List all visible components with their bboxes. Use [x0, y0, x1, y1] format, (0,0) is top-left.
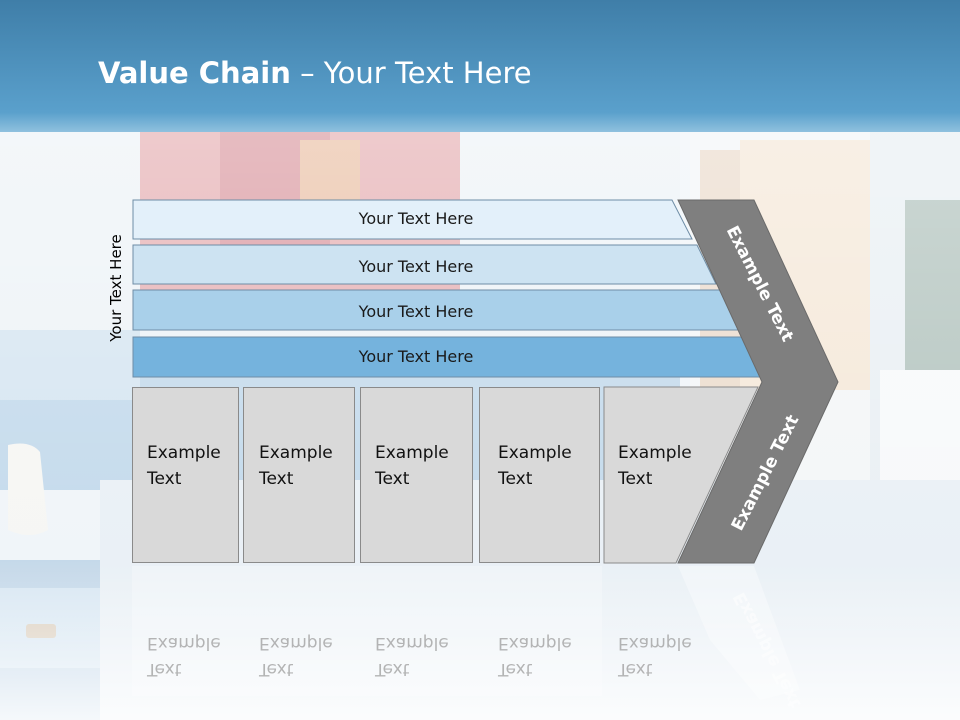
box-reflection	[132, 566, 602, 696]
bar-2	[132, 244, 717, 285]
box-label-2-reflection: Text Example	[259, 630, 333, 682]
bar-label-4: Your Text Here	[358, 347, 474, 366]
chevron-reflection	[678, 566, 800, 700]
box-label-3-line1: Example	[375, 443, 449, 463]
refl-3-line1: Example	[375, 633, 449, 653]
box-4	[479, 387, 600, 563]
refl-2-line1: Example	[259, 633, 333, 653]
bar-label-1: Your Text Here	[358, 209, 474, 228]
bar-label-2: Your Text Here	[358, 257, 474, 276]
box-label-4-line1: Example	[498, 443, 572, 463]
box-1	[132, 387, 239, 563]
refl-2-line2: Text	[259, 659, 294, 679]
bar-1	[132, 199, 693, 240]
refl-1-line2: Text	[147, 659, 182, 679]
box-label-1-line1: Example	[147, 443, 221, 463]
refl-3-line2: Text	[375, 659, 410, 679]
refl-5-line1: Example	[618, 633, 692, 653]
refl-5-line2: Text	[618, 659, 653, 679]
box-3	[360, 387, 473, 563]
refl-1-line1: Example	[147, 633, 221, 653]
box-label-3-reflection: Text Example	[375, 630, 449, 682]
bar-label-3: Your Text Here	[358, 302, 474, 321]
box-label-1-reflection: Text Example	[147, 630, 221, 682]
box-5	[603, 386, 759, 564]
box-2	[243, 387, 355, 563]
box-label-5-reflection: Text Example	[618, 630, 692, 682]
box-label-5-line2: Text	[618, 469, 653, 489]
box-label-4-line2: Text	[498, 469, 533, 489]
page-title: Value Chain – Your Text Here	[98, 56, 532, 90]
refl-4-line2: Text	[498, 659, 533, 679]
box-label-1-line2: Text	[147, 469, 182, 489]
box-label-5-line1: Example	[618, 443, 692, 463]
title-bold: Value Chain	[98, 56, 291, 90]
refl-4-line1: Example	[498, 633, 572, 653]
box-label-2-line2: Text	[259, 469, 294, 489]
box-label-2-line1: Example	[259, 443, 333, 463]
box-label-3-line2: Text	[375, 469, 410, 489]
chevron-arrow	[677, 199, 839, 564]
box-label-4-reflection: Text Example	[498, 630, 572, 682]
title-rest: – Your Text Here	[290, 56, 532, 90]
